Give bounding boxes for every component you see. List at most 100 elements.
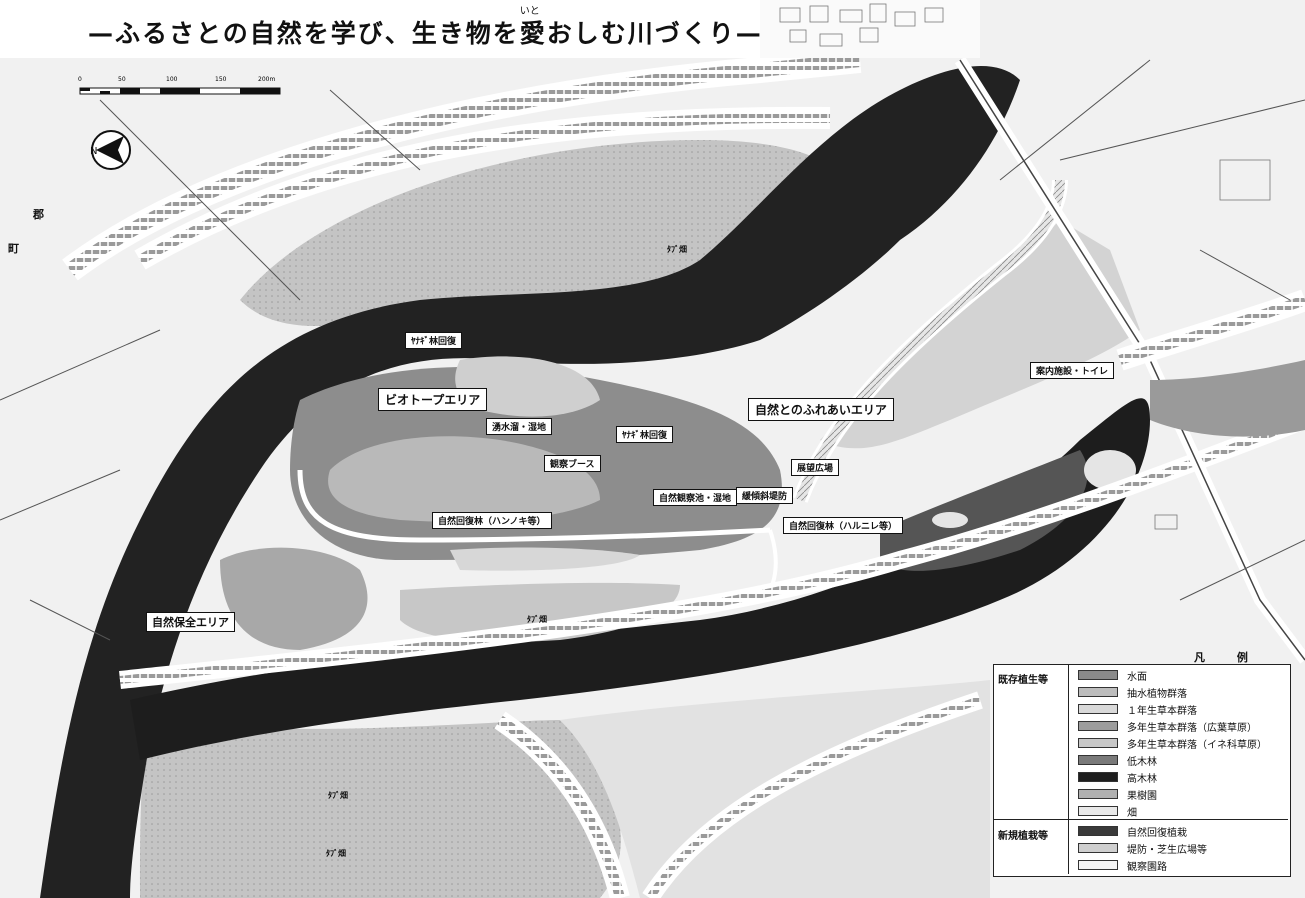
legend-item-label: 高木林 (1127, 773, 1157, 785)
strip-field-2 (450, 547, 640, 571)
side-label-gun: 郡 (33, 208, 44, 221)
north-arrow-icon: N (90, 130, 131, 170)
legend-item: 多年生草本群落（イネ科草原） (1078, 736, 1267, 751)
legend-item-label: 堤防・芝生広場等 (1127, 844, 1207, 856)
scale-label: 0 (78, 76, 82, 83)
east-river (1150, 360, 1305, 437)
legend-swatch (1078, 772, 1118, 782)
scale-labels: 0 50 100 150 200m (78, 76, 288, 86)
legend-item: 堤防・芝生広場等 (1078, 841, 1207, 856)
label-slope-revetment: 緩傾斜堤防 (736, 487, 794, 504)
south-embankment-rail (119, 416, 1305, 684)
legend-item-label: 果樹園 (1127, 790, 1157, 802)
legend-item: 多年生草本群落（広葉草原） (1078, 719, 1257, 734)
label-field-4: ﾀﾌﾞ畑 (326, 849, 346, 858)
label-observation-booth: 観察ブース (544, 455, 601, 472)
inner-road-rail (137, 112, 831, 265)
legend-swatch (1078, 755, 1118, 765)
page-title: —ふるさとの自然を学び、生き物をいと愛おしむ川づくり— (88, 6, 763, 50)
legend-divider-horizontal (994, 819, 1288, 820)
title-part-1: —ふるさとの自然を学び、生き物を (88, 19, 520, 48)
legend-swatch (1078, 843, 1118, 853)
legend-item-label: １年生草本群落 (1127, 705, 1197, 717)
scale-label: 150 (215, 76, 227, 83)
south-field (140, 720, 621, 898)
upper-road-rail (65, 53, 861, 276)
legend-item-label: 抽水植物群落 (1127, 688, 1187, 700)
legend-item-label: 低木林 (1127, 756, 1157, 768)
legend-swatch (1078, 860, 1118, 870)
label-willow-restore-2: ﾔﾅｷﾞ林回復 (616, 426, 674, 443)
label-viewing-plaza: 展望広場 (791, 459, 840, 476)
svg-text:N: N (90, 146, 97, 157)
south-east-road-rail (646, 696, 982, 898)
south-road-rail (497, 715, 625, 898)
legend-divider-vertical (1068, 665, 1069, 874)
legend-item: 畑 (1078, 804, 1137, 819)
legend-item: 低木林 (1078, 753, 1157, 768)
legend-item: 抽水植物群落 (1078, 685, 1187, 700)
label-field-3: ﾀﾌﾞ畑 (527, 615, 547, 624)
legend-swatch (1078, 670, 1118, 680)
legend-swatch (1078, 789, 1118, 799)
legend-swatch (1078, 806, 1118, 816)
legend-swatch (1078, 826, 1118, 836)
east-embankment-hatch (795, 179, 1065, 502)
clearing-2 (932, 512, 968, 528)
legend-item-label: 畑 (1127, 807, 1137, 819)
bridge-rail (1118, 295, 1305, 365)
observation-path (297, 469, 771, 543)
legend-swatch (1078, 704, 1118, 714)
legend-swatch (1078, 738, 1118, 748)
legend-group-existing: 既存植生等 (998, 675, 1048, 686)
island-meadow (328, 436, 600, 522)
label-restore-forest-1: 自然回復林（ハンノキ等） (432, 512, 552, 529)
legend-item: 観察園路 (1078, 858, 1167, 873)
legend-item-label: 多年生草本群落（広葉草原） (1127, 722, 1257, 734)
east-loop-wood (880, 450, 1088, 571)
legend-swatch (1078, 721, 1118, 731)
river-south-branch (130, 398, 1150, 760)
zone-label-contact: 自然とのふれあいエリア (748, 398, 894, 421)
legend-item: 果樹園 (1078, 787, 1157, 802)
label-field-1: ﾀﾌﾞ畑 (667, 245, 687, 254)
title-ruby-base: 愛 (519, 19, 547, 48)
legend-item-label: 観察園路 (1127, 861, 1167, 873)
scale-label: 50 (118, 76, 126, 83)
scale-label: 100 (166, 76, 178, 83)
label-field-2: ﾀﾌﾞ畑 (328, 791, 348, 800)
scale-label: 200m (258, 76, 276, 83)
preserve-grass (220, 547, 368, 650)
legend: 凡 例 既存植生等 水面 抽水植物群落 １年生草本群落 多年生草本群落（広葉草原… (993, 651, 1291, 877)
legend-item: 高木林 (1078, 770, 1157, 785)
label-marsh: 湧水溜・湿地 (486, 418, 553, 435)
legend-item: 自然回復植栽 (1078, 824, 1187, 839)
biotope-pond-area (455, 356, 600, 417)
east-highway-line (959, 59, 1305, 661)
zone-label-biotope: ビオトープエリア (378, 388, 488, 411)
legend-swatch (1078, 687, 1118, 697)
legend-item-label: 多年生草本群落（イネ科草原） (1127, 739, 1267, 751)
label-observation-pond: 自然観察池・湿地 (653, 489, 738, 506)
label-restore-forest-2: 自然回復林（ハルニレ等） (783, 517, 904, 534)
minor-roads (0, 59, 1305, 641)
legend-item-label: 水面 (1127, 671, 1147, 683)
legend-item: 水面 (1078, 668, 1147, 683)
label-guide-facility: 案内施設・トイレ (1030, 362, 1115, 379)
title-area (0, 0, 760, 58)
title-part-2: おしむ川づくり— (546, 19, 763, 48)
town-grid (779, 3, 1271, 530)
east-field (820, 220, 1140, 449)
label-willow-restore-1: ﾔﾅｷﾞ林回復 (405, 332, 463, 349)
title-ruby: いと愛 (519, 6, 547, 50)
legend-title: 凡 例 (1194, 651, 1262, 664)
legend-item: １年生草本群落 (1078, 702, 1197, 717)
river-north-branch (40, 66, 1020, 898)
title-ruby-text: いと (519, 6, 540, 17)
legend-group-new: 新規植栽等 (998, 831, 1048, 842)
scale-bar (79, 87, 281, 95)
legend-item-label: 自然回復植栽 (1127, 827, 1187, 839)
zone-label-preserve: 自然保全エリア (146, 612, 235, 632)
